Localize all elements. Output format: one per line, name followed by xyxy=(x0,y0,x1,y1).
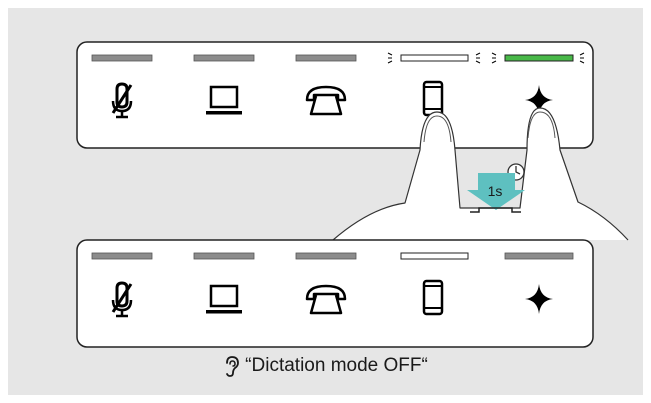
ear-icon xyxy=(226,356,240,377)
press-duration-label: 1s xyxy=(488,183,503,199)
caption-text: “Dictation mode OFF“ xyxy=(245,355,428,376)
led-mobile-after xyxy=(400,252,469,260)
hand-illustration xyxy=(332,107,629,241)
led-sparkle-before xyxy=(504,54,574,62)
down-arrow-icon xyxy=(467,173,525,210)
led-laptop-before xyxy=(193,54,255,62)
led-deskphone-before xyxy=(295,54,357,62)
led-laptop-after xyxy=(193,252,255,260)
led-mic-after xyxy=(91,252,153,260)
led-mobile-before xyxy=(400,54,469,62)
led-deskphone-after xyxy=(295,252,357,260)
announcement-caption: “Dictation mode OFF“ xyxy=(0,355,651,377)
button-indicator xyxy=(470,207,521,213)
led-sparkle-after xyxy=(504,252,574,260)
led-mic-before xyxy=(91,54,153,62)
